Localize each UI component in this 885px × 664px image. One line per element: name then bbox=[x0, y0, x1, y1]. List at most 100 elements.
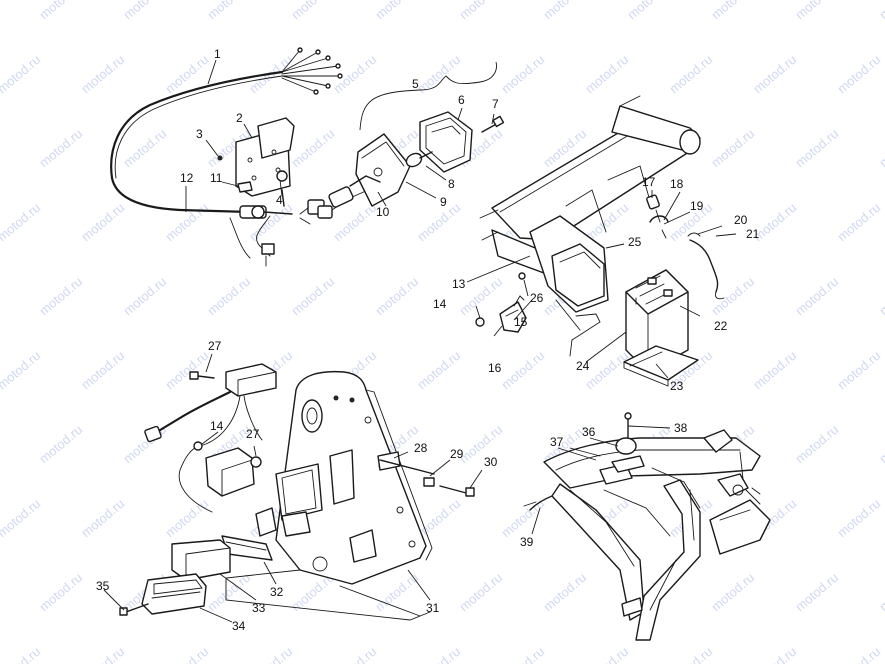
callout-34: 34 bbox=[232, 619, 246, 633]
callout-37: 37 bbox=[550, 435, 564, 449]
watermark-text: motod.ru bbox=[0, 422, 1, 466]
watermark-text: motod.ru bbox=[498, 644, 547, 664]
watermark-text: motod.ru bbox=[0, 644, 43, 664]
callout-28: 28 bbox=[414, 441, 428, 455]
watermark-text: motod.ru bbox=[0, 126, 1, 170]
callout-7: 7 bbox=[492, 97, 499, 111]
watermark-text: motod.ru bbox=[36, 570, 85, 614]
watermark-text: motod.ru bbox=[792, 422, 841, 466]
watermark-text: motod.ru bbox=[204, 274, 253, 318]
callout-26: 26 bbox=[530, 291, 544, 305]
callout-16: 16 bbox=[488, 361, 502, 375]
watermark-text: motod.ru bbox=[666, 52, 715, 96]
watermark-text: motod.ru bbox=[876, 126, 885, 170]
callout-8: 8 bbox=[448, 177, 455, 191]
watermark-text: motod.ru bbox=[120, 126, 169, 170]
watermark-text: motod.ru bbox=[876, 274, 885, 318]
callout-30: 30 bbox=[484, 455, 498, 469]
callout-10: 10 bbox=[376, 205, 390, 219]
watermark-text: motod.ru bbox=[750, 348, 799, 392]
watermark-text: motod.ru bbox=[162, 644, 211, 664]
watermark-text: motod.ru bbox=[204, 570, 253, 614]
watermark-text: motod.ru bbox=[0, 0, 1, 22]
callout-6: 6 bbox=[458, 93, 465, 107]
callout-15: 15 bbox=[514, 315, 528, 329]
callout-14: 14 bbox=[210, 419, 224, 433]
watermark-text: motod.ru bbox=[0, 570, 1, 614]
callout-18: 18 bbox=[670, 177, 684, 191]
watermark-text: motod.ru bbox=[708, 570, 757, 614]
callout-5: 5 bbox=[412, 77, 419, 91]
callout-22: 22 bbox=[714, 319, 728, 333]
watermark-text: motod.ru bbox=[0, 496, 43, 540]
callout-32: 32 bbox=[270, 585, 284, 599]
callout-17: 17 bbox=[642, 175, 656, 189]
watermark-text: motod.ru bbox=[498, 52, 547, 96]
watermark-text: motod.ru bbox=[792, 570, 841, 614]
watermark-text: motod.ru bbox=[708, 0, 757, 22]
watermark-text: motod.ru bbox=[666, 644, 715, 664]
watermark-text: motod.ru bbox=[36, 274, 85, 318]
callout-25: 25 bbox=[628, 235, 642, 249]
callout-12: 12 bbox=[180, 171, 194, 185]
watermark-text: motod.ru bbox=[456, 0, 505, 22]
callout-4: 4 bbox=[276, 193, 283, 207]
watermark-text: motod.ru bbox=[792, 274, 841, 318]
callout-11: 11 bbox=[210, 171, 223, 185]
watermark-text: motod.ru bbox=[876, 570, 885, 614]
ignition-panel-assembly bbox=[119, 363, 475, 621]
watermark-text: motod.ru bbox=[246, 644, 295, 664]
watermark-text: motod.ru bbox=[330, 644, 379, 664]
callout-36: 36 bbox=[582, 425, 596, 439]
watermark-text: motod.ru bbox=[414, 644, 463, 664]
watermark-text: motod.ru bbox=[372, 0, 421, 22]
callout-21: 21 bbox=[746, 227, 760, 241]
watermark-text: motod.ru bbox=[414, 200, 463, 244]
callout-9: 9 bbox=[440, 195, 447, 209]
battery-frame-assembly bbox=[475, 95, 725, 387]
watermark-text: motod.ru bbox=[792, 126, 841, 170]
watermark-text: motod.ru bbox=[582, 644, 631, 664]
watermark-text: motod.ru bbox=[834, 348, 883, 392]
watermark-text: motod.ru bbox=[78, 644, 127, 664]
watermark-text: motod.ru bbox=[0, 274, 1, 318]
watermark-text: motod.ru bbox=[582, 348, 631, 392]
watermark-text: motod.ru bbox=[162, 52, 211, 96]
callout-13: 13 bbox=[452, 277, 466, 291]
watermark-text: motod.ru bbox=[540, 0, 589, 22]
watermark-text: motod.ru bbox=[456, 422, 505, 466]
wiring-harness-assembly bbox=[110, 47, 505, 267]
watermark-text: motod.ru bbox=[0, 200, 43, 244]
watermark-text: motod.ru bbox=[330, 52, 379, 96]
watermark-text: motod.ru bbox=[834, 644, 883, 664]
watermark-text: motod.ru bbox=[36, 422, 85, 466]
watermark-text: motod.ru bbox=[120, 274, 169, 318]
callout-19: 19 bbox=[690, 199, 704, 213]
watermark-text: motod.ru bbox=[498, 348, 547, 392]
callout-29: 29 bbox=[450, 447, 464, 461]
watermark-text: motod.ru bbox=[0, 348, 43, 392]
callout-33: 33 bbox=[252, 601, 266, 615]
watermark-text: motod.ru bbox=[792, 0, 841, 22]
callout-27: 27 bbox=[208, 339, 222, 353]
watermark-text: motod.ru bbox=[750, 52, 799, 96]
watermark-text: motod.ru bbox=[834, 496, 883, 540]
callout-39: 39 bbox=[520, 535, 534, 549]
watermark-text: motod.ru bbox=[876, 0, 885, 22]
watermark-text: motod.ru bbox=[162, 496, 211, 540]
watermark-text: motod.ru bbox=[162, 348, 211, 392]
callout-24: 24 bbox=[576, 359, 590, 373]
callout-31: 31 bbox=[426, 601, 440, 615]
watermark-text: motod.ru bbox=[78, 348, 127, 392]
watermark-text: motod.ru bbox=[288, 274, 337, 318]
watermark-text: motod.ru bbox=[876, 422, 885, 466]
watermark-text: motod.ru bbox=[78, 52, 127, 96]
watermark-text: motod.ru bbox=[78, 496, 127, 540]
watermark-text: motod.ru bbox=[750, 644, 799, 664]
watermark-text: motod.ru bbox=[288, 126, 337, 170]
watermark-text: motod.ru bbox=[162, 200, 211, 244]
watermark-text: motod.ru bbox=[78, 200, 127, 244]
